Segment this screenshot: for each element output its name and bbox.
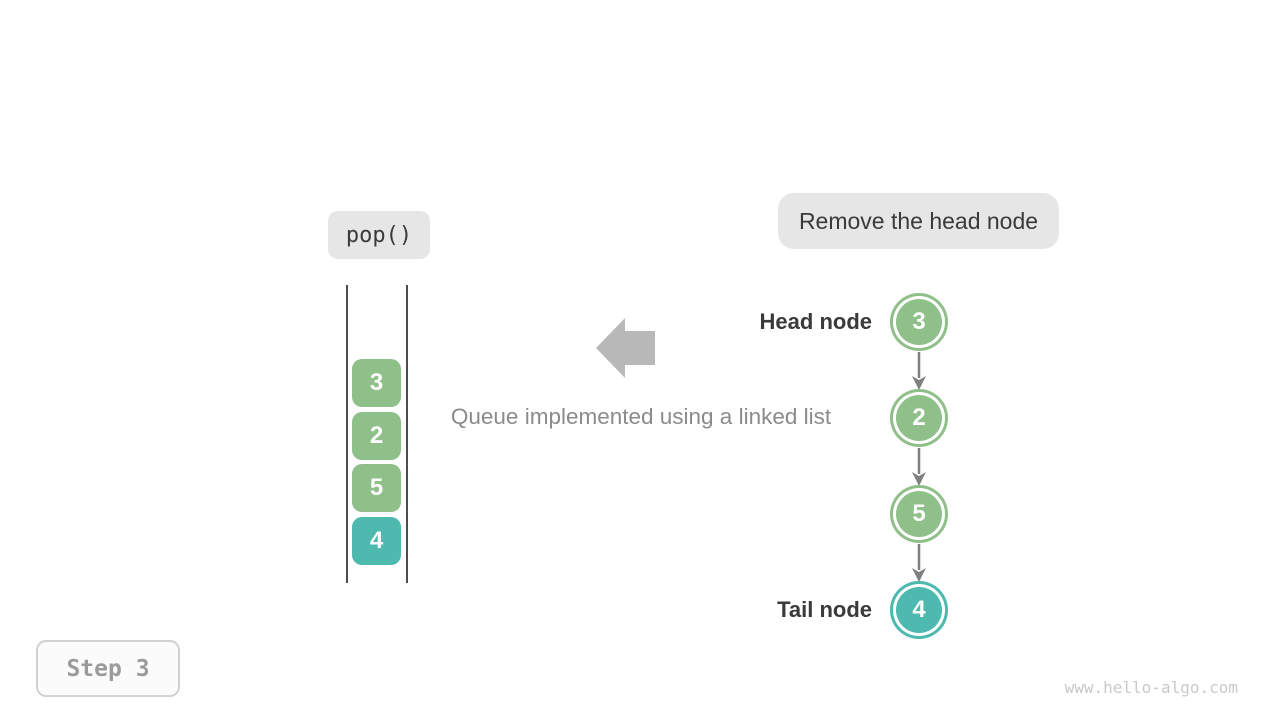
list-node-value: 2 (912, 404, 926, 431)
step-badge: Step 3 (36, 640, 180, 697)
list-node: 5 (890, 485, 948, 543)
list-node: 3 (890, 293, 948, 351)
queue-cell: 4 (352, 516, 401, 565)
queue-cell-value: 2 (369, 421, 384, 449)
queue-container-right-wall (406, 285, 408, 583)
tail-node-label: Tail node (777, 597, 872, 622)
queue-cell: 2 (352, 411, 401, 460)
list-node-value: 4 (912, 596, 926, 623)
queue-cell: 5 (352, 464, 401, 512)
annotation-label: Remove the head node (798, 207, 1039, 234)
list-node-value: 5 (912, 500, 926, 527)
operation-label: pop() (345, 222, 413, 248)
list-node: 2 (890, 389, 948, 447)
list-node: 4 (890, 581, 948, 639)
operation-badge: pop() (328, 211, 430, 259)
step-label: Step 3 (66, 655, 150, 682)
queue-cell-value: 4 (369, 526, 384, 554)
down-arrow-icon (911, 448, 927, 491)
down-arrow-icon (911, 544, 927, 587)
caption: Queue implemented using a linked list (450, 404, 832, 429)
down-arrow-icon (911, 352, 927, 395)
queue-cell: 3 (352, 359, 401, 407)
queue-container-left-wall (346, 285, 348, 583)
left-block-arrow-icon (596, 318, 655, 383)
queue-cell-value: 3 (369, 369, 384, 396)
watermark: www.hello-algo.com (1064, 678, 1238, 697)
head-node-label: Head node (759, 309, 872, 334)
queue-cell-value: 5 (369, 474, 384, 501)
list-node-value: 3 (912, 308, 926, 335)
annotation-badge: Remove the head node (778, 193, 1059, 249)
